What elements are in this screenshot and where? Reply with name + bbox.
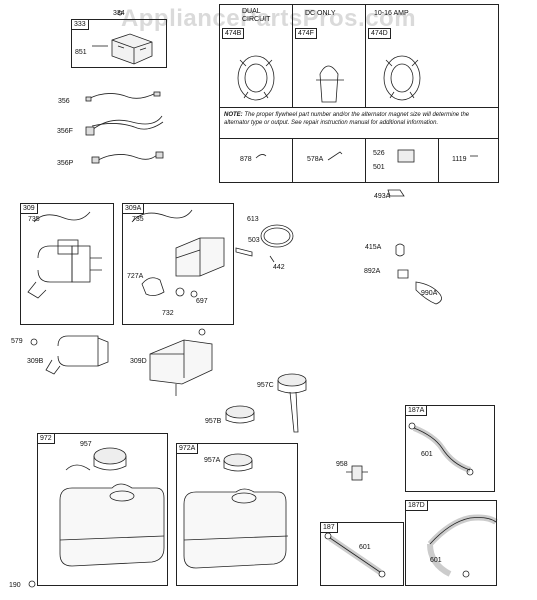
part-label-958[interactable]: 958 — [336, 461, 348, 468]
alternator-stators-drawing — [237, 55, 421, 103]
part-label-1119[interactable]: 1119 — [452, 156, 467, 163]
part-label-957A[interactable]: 957A — [204, 457, 221, 464]
box-309A: 309A — [122, 203, 234, 325]
box-tag-309A: 309A — [122, 203, 145, 214]
wire-harness-drawing — [85, 91, 164, 164]
fuel-tank-972A-drawing — [183, 453, 289, 569]
part-label-503[interactable]: 503 — [248, 237, 260, 244]
part-label-892A[interactable]: 892A — [364, 268, 381, 275]
part-label-957C[interactable]: 957C — [257, 382, 274, 389]
part-label-415A[interactable]: 415A — [365, 244, 382, 251]
part-label-851[interactable]: 851 — [75, 49, 87, 56]
box-972A: 972A — [176, 443, 298, 586]
box-tag-187A: 187A — [405, 405, 428, 416]
part-label-309D[interactable]: 309D — [130, 358, 147, 365]
box-309: 309 — [20, 203, 114, 325]
starter-309D-drawing — [149, 328, 213, 396]
screw-190-drawing — [28, 580, 36, 588]
part-label-493A[interactable]: 493A — [374, 193, 391, 200]
part-label-990A[interactable]: 990A — [421, 290, 438, 297]
shutoff-valve-drawing — [346, 465, 368, 481]
fuel-tank-972-drawing — [59, 447, 165, 567]
ignition-module-drawing — [92, 10, 153, 65]
part-label-474F[interactable]: 474F — [295, 28, 317, 39]
dipstick-tube-drawing — [277, 373, 307, 433]
box-tag-309: 309 — [20, 203, 38, 214]
header-dual-circuit: DUAL CIRCUIT — [242, 8, 271, 23]
part-label-697[interactable]: 697 — [196, 298, 208, 305]
header-10-16-amp: 10-16 AMP — [374, 10, 409, 17]
header-dc-only: DC ONLY — [305, 10, 336, 17]
part-label-727A[interactable]: 727A — [127, 273, 144, 280]
part-label-190[interactable]: 190 — [9, 582, 21, 589]
box-tag-187: 187 — [320, 522, 338, 533]
note-text: The proper flywheel part number and/or t… — [224, 112, 470, 126]
note-label: NOTE: — [224, 112, 243, 118]
alternator-table — [219, 4, 499, 183]
part-label-578A[interactable]: 578A — [307, 156, 324, 163]
part-label-878[interactable]: 878 — [240, 156, 252, 163]
part-label-735a[interactable]: 735 — [28, 216, 40, 223]
fuel-cap-957B-drawing — [225, 405, 255, 424]
box-187: 187 — [320, 522, 404, 586]
part-label-957B[interactable]: 957B — [205, 418, 222, 425]
box-tag-972A: 972A — [176, 443, 199, 454]
box-tag-972: 972 — [37, 433, 55, 444]
starter-309B-drawing — [30, 335, 109, 375]
part-label-334[interactable]: 334 — [113, 10, 125, 17]
small-parts-drawing — [255, 149, 478, 197]
part-label-501[interactable]: 501 — [373, 164, 385, 171]
part-label-732[interactable]: 732 — [162, 310, 174, 317]
part-label-579[interactable]: 579 — [11, 338, 23, 345]
part-label-442[interactable]: 442 — [273, 264, 285, 271]
box-187D: 187D — [405, 500, 497, 586]
box-333: 333 — [71, 19, 167, 68]
ring-gear-drawing — [235, 224, 294, 263]
watermark: AppliancePartsPros.com — [120, 5, 417, 32]
box-tag-333: 333 — [71, 19, 89, 30]
fuel-hose-187D-drawing — [427, 514, 498, 578]
part-label-957[interactable]: 957 — [80, 441, 92, 448]
alternator-note: NOTE: The proper flywheel part number an… — [224, 111, 494, 127]
fuel-hose-187-drawing — [324, 532, 386, 578]
part-label-356P[interactable]: 356P — [57, 160, 74, 167]
starter-motor-309A-drawing — [131, 209, 225, 298]
part-label-356F[interactable]: 356F — [57, 128, 73, 135]
part-label-601c[interactable]: 601 — [430, 557, 442, 564]
part-label-735b[interactable]: 735 — [132, 216, 144, 223]
part-label-526[interactable]: 526 — [373, 150, 385, 157]
part-label-601b[interactable]: 601 — [359, 544, 371, 551]
part-label-474D[interactable]: 474D — [368, 28, 391, 39]
box-972: 972 — [37, 433, 168, 586]
fuel-shutoff-parts-drawing — [395, 243, 442, 305]
starter-motor-309-drawing — [27, 211, 102, 299]
part-label-356[interactable]: 356 — [58, 98, 70, 105]
box-187A: 187A — [405, 405, 495, 492]
box-tag-187D: 187D — [405, 500, 428, 511]
part-label-613[interactable]: 613 — [247, 216, 259, 223]
part-label-601a[interactable]: 601 — [421, 451, 433, 458]
part-label-309B[interactable]: 309B — [27, 358, 44, 365]
part-label-474B[interactable]: 474B — [222, 28, 245, 39]
fuel-hose-187A-drawing — [408, 422, 474, 476]
